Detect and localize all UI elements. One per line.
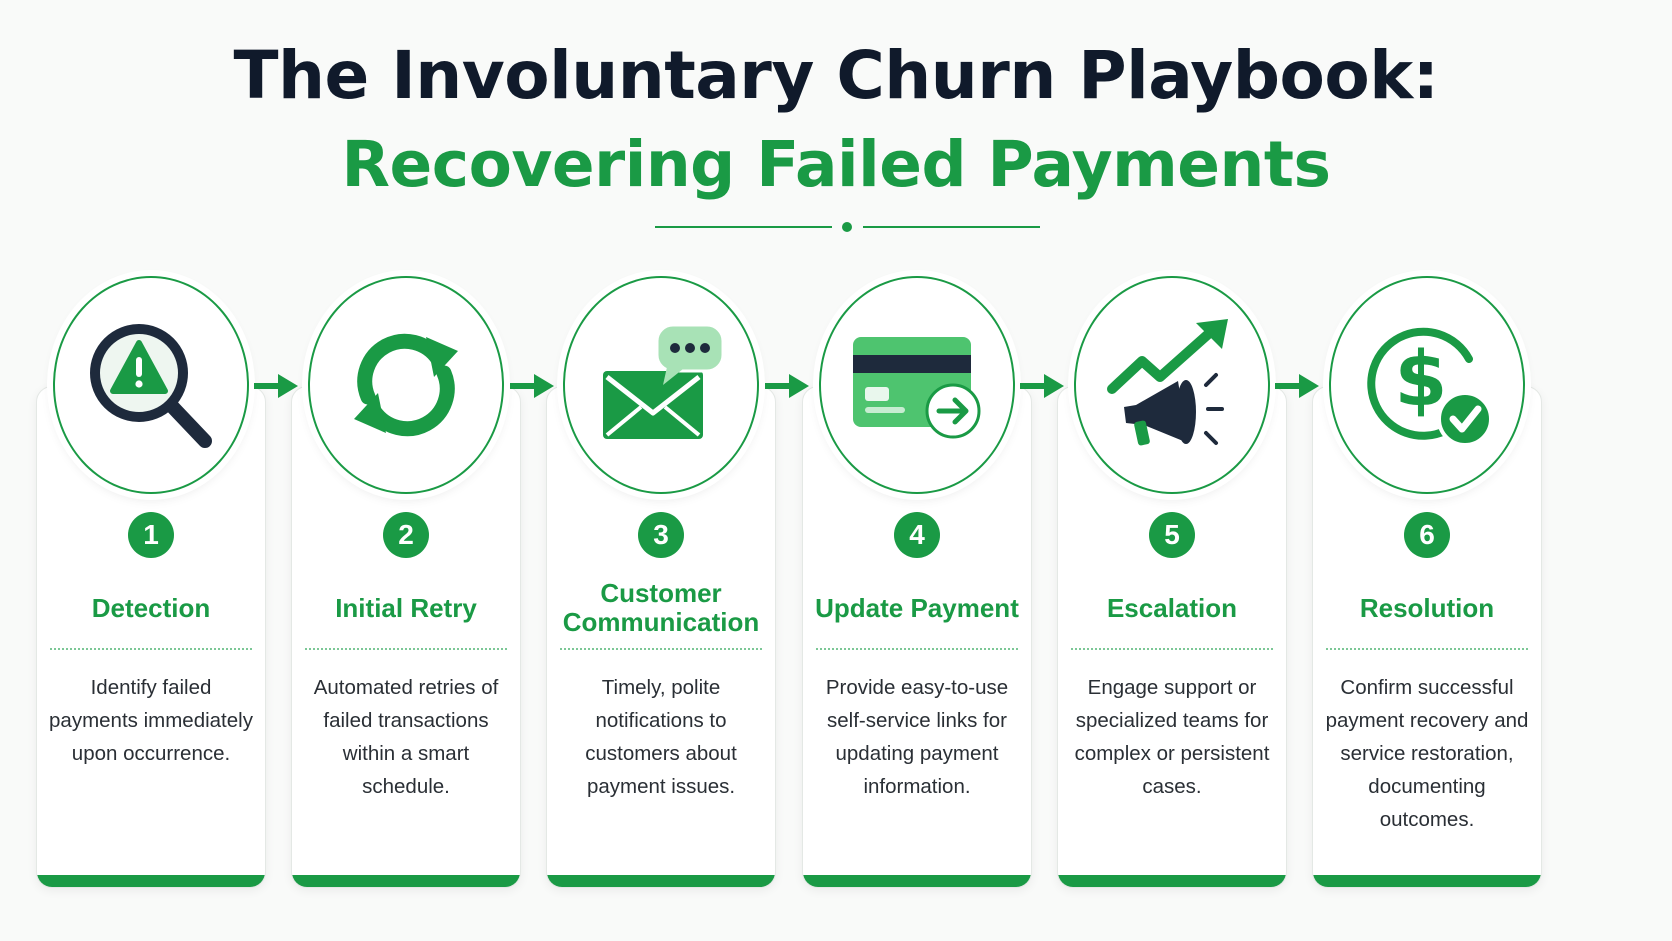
step-title: Resolution: [1359, 592, 1495, 623]
step-icon-circle: [819, 276, 1015, 494]
step-number: 6: [1404, 512, 1450, 558]
step-icon-circle: [563, 276, 759, 494]
svg-text:$: $: [1395, 334, 1448, 423]
credit-card-arrow-icon: [853, 337, 981, 439]
retry-cycle-icon: [354, 333, 458, 437]
step-number: 2: [383, 512, 429, 558]
magnifier-alert-icon: [90, 324, 212, 448]
arrow-right-icon: [254, 374, 298, 398]
step-number: 5: [1149, 512, 1195, 558]
step-title: Update Payment: [815, 592, 1019, 623]
step-title: Detection: [91, 592, 211, 623]
step-update-payment: 4 Update Payment Provide easy-to-use sel…: [802, 276, 1032, 888]
step-detection: 1 Detection Identify failed payments imm…: [36, 276, 266, 888]
dotted-divider: [816, 648, 1018, 650]
step-description: Identify failed payments immediately upo…: [49, 676, 253, 765]
dollar-check-icon: $: [1367, 327, 1493, 447]
step-title: Customer Communication: [562, 578, 760, 637]
step-description: Timely, polite notifications to customer…: [585, 676, 737, 798]
title-line-1: The Involuntary Churn Playbook:: [233, 37, 1439, 114]
envelope-chat-icon: [603, 323, 725, 439]
step-title: Initial Retry: [335, 592, 477, 623]
title-line-2: Recovering Failed Payments: [341, 128, 1331, 201]
dotted-divider: [305, 648, 507, 650]
step-description: Automated retries of failed transactions…: [313, 676, 499, 798]
arrow-right-icon: [765, 374, 809, 398]
dotted-divider: [1071, 648, 1273, 650]
step-customer-communication: 3 Customer Communication Timely, polite …: [546, 276, 776, 888]
dotted-divider: [50, 648, 252, 650]
step-escalation: 5 Escalation Engage support or specializ…: [1057, 276, 1287, 888]
step-title: Escalation: [1106, 592, 1238, 623]
step-icon-circle: $: [1329, 276, 1525, 494]
step-number: 4: [894, 512, 940, 558]
step-description: Engage support or specialized teams for …: [1074, 676, 1270, 798]
megaphone-trend-icon: [1107, 319, 1228, 446]
step-icon-circle: [308, 276, 504, 494]
step-description: Provide easy-to-use self-service links f…: [825, 676, 1009, 798]
title-divider: [655, 222, 1040, 232]
dotted-divider: [560, 648, 762, 650]
dotted-divider: [1326, 648, 1528, 650]
arrow-right-icon: [1020, 374, 1064, 398]
page-title: The Involuntary Churn Playbook: Recoveri…: [0, 30, 1672, 208]
step-number: 1: [128, 512, 174, 558]
step-resolution: $ 6 Resolution Confirm successful paymen…: [1312, 276, 1542, 888]
step-icon-circle: [1074, 276, 1270, 494]
arrow-right-icon: [510, 374, 554, 398]
step-number: 3: [638, 512, 684, 558]
step-description: Confirm successful payment recovery and …: [1325, 676, 1529, 831]
arrow-right-icon: [1275, 374, 1319, 398]
step-initial-retry: 2 Initial Retry Automated retries of fai…: [291, 276, 521, 888]
step-icon-circle: [53, 276, 249, 494]
